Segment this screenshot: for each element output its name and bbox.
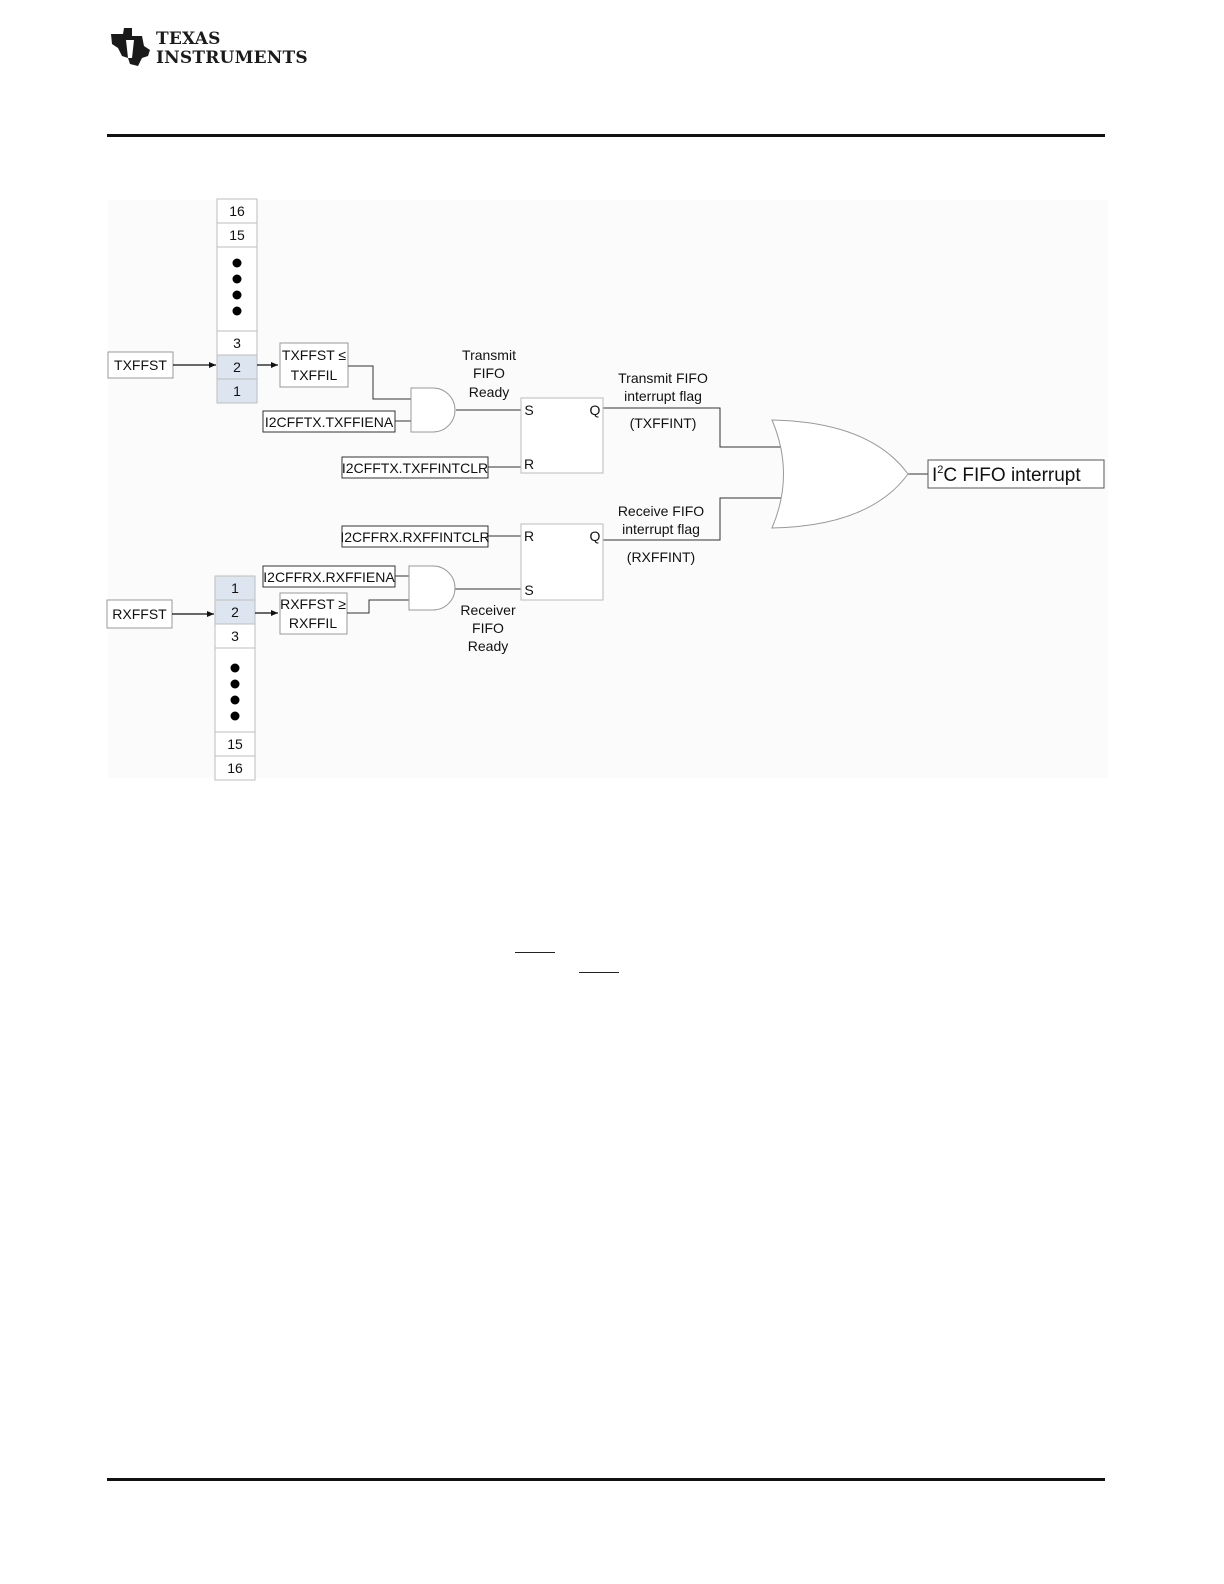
tx-fifo-label: 16	[229, 203, 245, 219]
tx-latch-set-pin: S	[524, 402, 533, 418]
tx-fifo-cell	[216, 378, 258, 404]
rx-fifo-label: 2	[231, 604, 239, 620]
rx-ready-line-2: FIFO	[472, 620, 504, 636]
ti-logo-icon	[111, 28, 150, 66]
rx-fifo-column	[214, 575, 256, 781]
tx-latch-reset-pin: R	[524, 456, 534, 472]
tx-ready-line-2: FIFO	[473, 365, 505, 381]
tx-flag-line-2: interrupt flag	[624, 388, 702, 404]
rx-fifo-ellipsis	[230, 663, 240, 721]
overbar-mark	[515, 952, 555, 953]
rx-status-label: RXFFST	[112, 606, 167, 622]
rx-latch-set-pin: S	[524, 582, 533, 598]
rx-fifo-label: 3	[231, 628, 239, 644]
tx-status-label: TXFFST	[114, 357, 167, 373]
tx-compare-line-1: TXFFST ≤	[282, 347, 347, 363]
rx-compare-line-2: RXFFIL	[289, 615, 337, 631]
tx-status-box	[107, 351, 174, 379]
rx-compare-box	[279, 592, 348, 635]
rx-sr-latch	[520, 523, 604, 601]
rx-flag-line-1: Receive FIFO	[618, 503, 704, 519]
rx-latch-out-pin: Q	[590, 528, 601, 544]
tx-compare-line-2: TXFFIL	[291, 367, 338, 383]
rx-fifo-cell	[214, 599, 256, 625]
tx-ready-line-3: Ready	[469, 384, 509, 400]
tx-fifo-column	[216, 198, 258, 404]
ti-logo: TEXAS INSTRUMENTS	[108, 24, 308, 70]
rx-fifo-label: 15	[227, 736, 243, 752]
rx-ready-line-1: Receiver	[460, 602, 516, 618]
overbar-mark	[579, 972, 619, 973]
rx-fifo-cell	[214, 731, 256, 757]
output-label: I2C FIFO interrupt	[932, 464, 1081, 486]
rx-flag-line-2: interrupt flag	[622, 521, 700, 537]
output-label-superscript: 2	[937, 464, 943, 476]
tx-fifo-label: 15	[229, 227, 245, 243]
output-box	[927, 459, 1105, 489]
diagram-background	[108, 200, 1108, 778]
rx-ready-line-3: Ready	[468, 638, 508, 654]
tx-sr-latch	[520, 397, 604, 474]
tx-flag-wire	[603, 407, 781, 448]
rx-status-box	[106, 599, 173, 629]
logo-line-2: INSTRUMENTS	[156, 48, 308, 68]
rx-flag-wire	[603, 497, 781, 541]
or-gate	[771, 419, 909, 529]
output-label-suffix: C FIFO interrupt	[943, 465, 1081, 486]
tx-fifo-label: 1	[233, 383, 241, 399]
rx-latch-reset-pin: R	[524, 528, 534, 544]
tx-flag-line-3: (TXFFINT)	[630, 415, 697, 431]
tx-fifo-cell	[216, 354, 258, 380]
rx-clear-label: I2CFFRX.RXFFINTCLR	[340, 529, 489, 545]
tx-compare-wire	[348, 365, 411, 400]
rx-enable-label: I2CFFRX.RXFFIENA	[263, 569, 395, 585]
tx-compare-box	[279, 342, 349, 388]
tx-enable-label: I2CFFTX.TXFFIENA	[265, 414, 394, 430]
footer-rule	[107, 1478, 1105, 1481]
tx-latch-out-pin: Q	[590, 402, 601, 418]
header-rule	[107, 134, 1105, 137]
tx-and-gate	[410, 387, 456, 433]
rx-and-gate	[408, 565, 456, 611]
tx-fifo-label: 3	[233, 335, 241, 351]
tx-fifo-ellipsis	[232, 258, 242, 316]
tx-flag-line-1: Transmit FIFO	[618, 370, 708, 386]
tx-fifo-cell	[216, 222, 258, 248]
rx-flag-line-3: (RXFFINT)	[627, 549, 695, 565]
rx-compare-wire	[347, 599, 409, 614]
wires	[347, 365, 928, 614]
tx-fifo-label: 2	[233, 359, 241, 375]
output-label-prefix: I	[932, 465, 937, 486]
rx-compare-line-1: RXFFST ≥	[280, 596, 346, 612]
logo-wordmark: TEXAS INSTRUMENTS	[156, 30, 308, 68]
rx-fifo-cell	[214, 575, 256, 601]
rx-fifo-label: 16	[227, 760, 243, 776]
tx-clear-label: I2CFFTX.TXFFINTCLR	[342, 460, 488, 476]
rx-fifo-label: 1	[231, 580, 239, 596]
logo-line-1: TEXAS	[156, 29, 221, 49]
tx-ready-line-1: Transmit	[462, 347, 516, 363]
rx-fifo-cell	[214, 755, 256, 781]
rx-fifo-cell	[214, 623, 256, 649]
